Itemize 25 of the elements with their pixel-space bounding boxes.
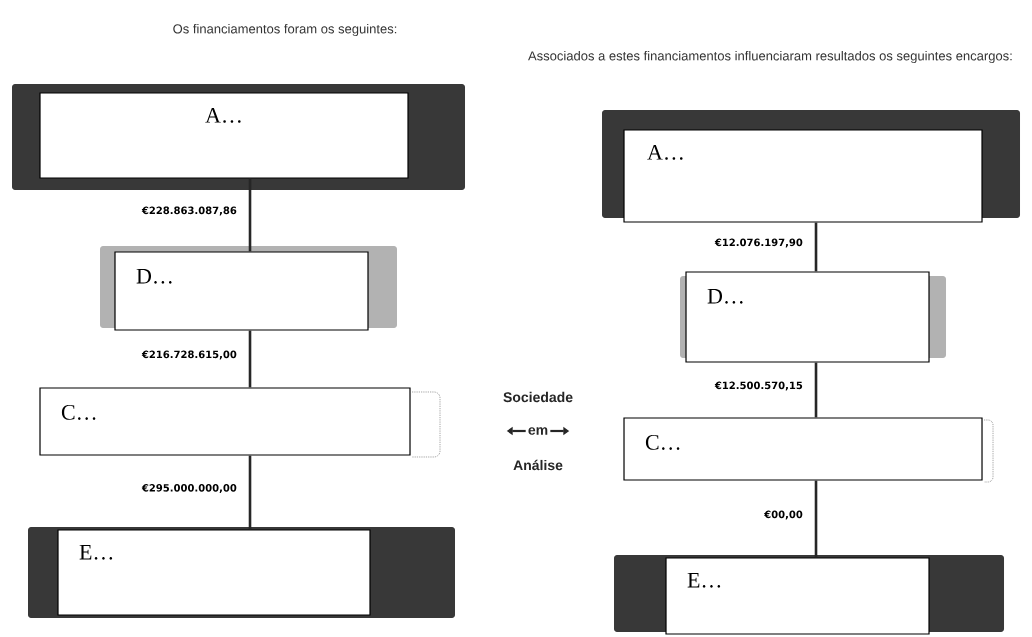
text-box: A… (623, 129, 983, 223)
text-box: C… (39, 387, 411, 456)
text-box: D… (114, 251, 369, 331)
connector-line (248, 455, 252, 530)
connector-line (814, 480, 818, 558)
text-box: E… (57, 529, 371, 616)
amount-label: €00,00 (764, 510, 803, 520)
amount-label: €216.728.615,00 (141, 350, 237, 360)
amount-label: €12.500.570,15 (714, 381, 803, 391)
side-text: Sociedade (503, 391, 573, 403)
text-box: C… (623, 417, 983, 481)
side-text: em (528, 427, 548, 435)
side-text: Análise (513, 459, 563, 471)
text-box: A… (39, 92, 409, 179)
heading: Associados a estes financiamentos influenciaram resultados os seguintes encargos: (528, 50, 1012, 64)
connector-line (814, 222, 818, 272)
connector-line (248, 178, 252, 252)
connector-line (248, 330, 252, 388)
amount-label: €228.863.087,86 (141, 206, 237, 216)
text-box: D… (685, 271, 930, 363)
amount-label: €12.076.197,90 (714, 238, 803, 248)
text-box: E… (665, 557, 930, 635)
heading: Os financiamentos foram os seguintes: (173, 23, 397, 37)
amount-label: €295.000.000,00 (141, 484, 237, 493)
connector-line (814, 362, 818, 418)
